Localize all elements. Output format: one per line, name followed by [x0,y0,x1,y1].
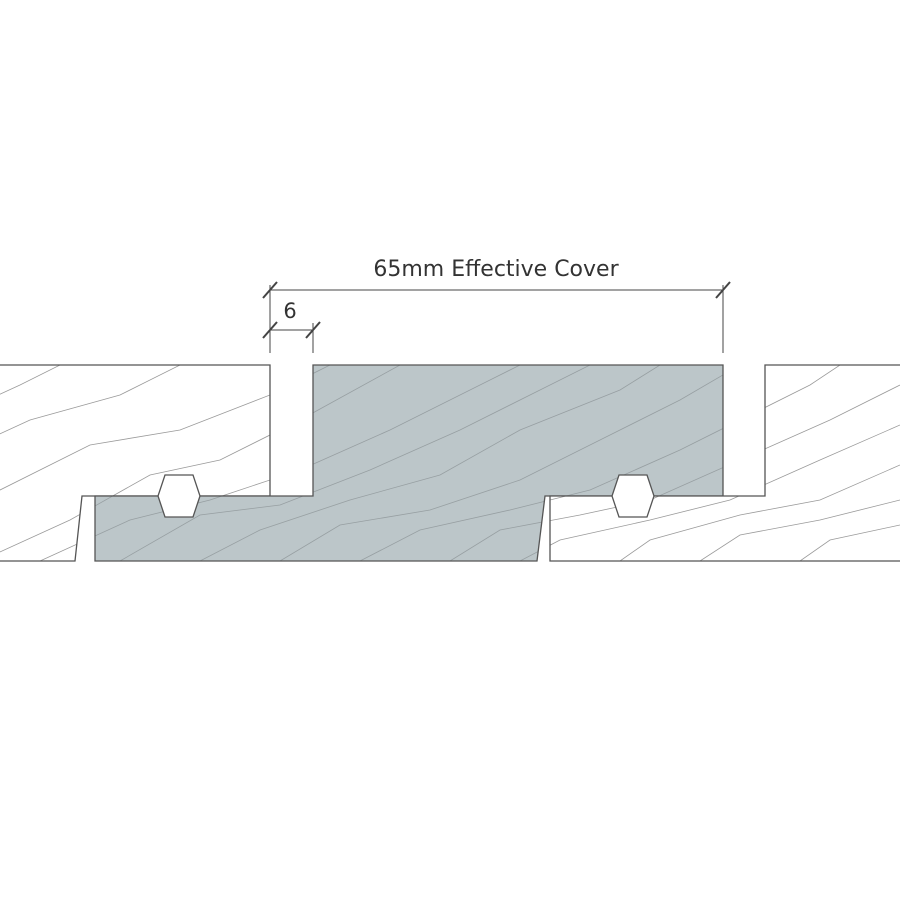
center-board [94,364,724,562]
left-fastener-icon [157,474,201,518]
right-fastener-icon [611,474,655,518]
gap-dimension [262,321,321,353]
effective-cover-label: 65mm Effective Cover [373,257,619,282]
gap-label: 6 [283,299,296,323]
effective-cover-dimension [262,281,731,353]
